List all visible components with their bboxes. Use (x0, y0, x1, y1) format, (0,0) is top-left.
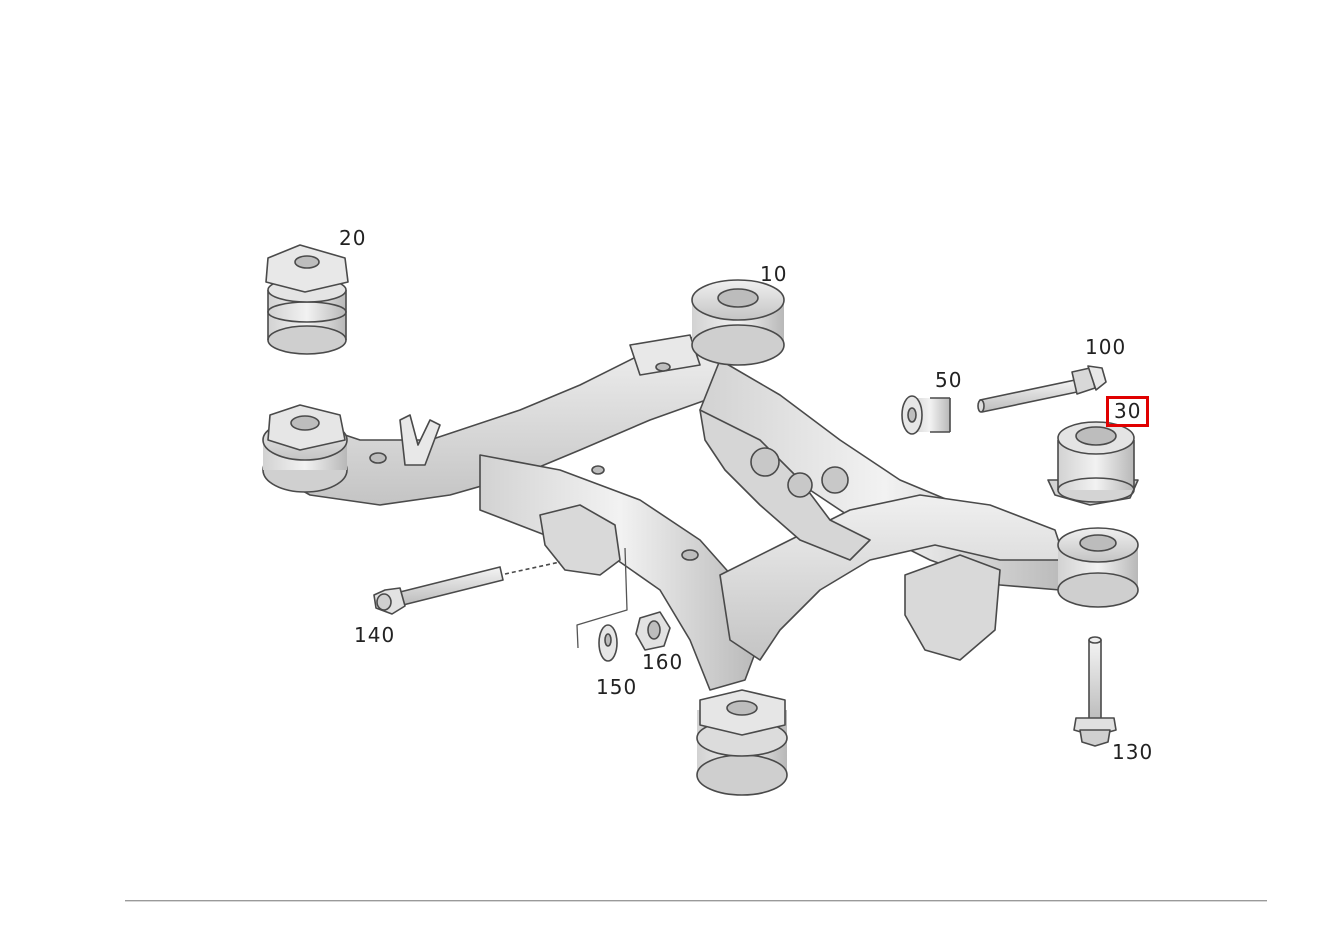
footer-divider (125, 900, 1267, 902)
callout-part-20: 20 (339, 226, 367, 250)
nut-part-160 (635, 611, 671, 651)
back-tower-mount (691, 279, 785, 366)
callout-part-100: 100 (1085, 335, 1127, 359)
callout-part-130: 130 (1112, 740, 1154, 764)
bolt-part-140 (373, 561, 561, 615)
callout-part-160: 160 (642, 650, 684, 674)
bolt-part-130 (1073, 636, 1117, 747)
front-bottom-mount (696, 689, 788, 796)
callout-part-140: 140 (354, 623, 396, 647)
right-front-mount (1057, 527, 1139, 608)
callout-part-30-highlighted: 30 (1106, 396, 1150, 427)
left-rear-mount (262, 404, 348, 493)
bushing-sleeve-part-50 (901, 395, 951, 435)
subframe-part-10 (274, 334, 1071, 691)
bolt-part-100 (977, 365, 1107, 413)
bushing-part-30 (1047, 421, 1139, 506)
left-bracket (539, 504, 621, 576)
callout-part-50: 50 (935, 368, 963, 392)
left-side-rail (479, 454, 761, 691)
washer-part-150 (598, 624, 618, 662)
rear-web-bracket (699, 409, 871, 561)
right-bracket (904, 554, 1001, 661)
callout-part-10: 10 (760, 262, 788, 286)
mount-bushing-part-20 (265, 244, 349, 355)
callout-part-150: 150 (596, 675, 638, 699)
